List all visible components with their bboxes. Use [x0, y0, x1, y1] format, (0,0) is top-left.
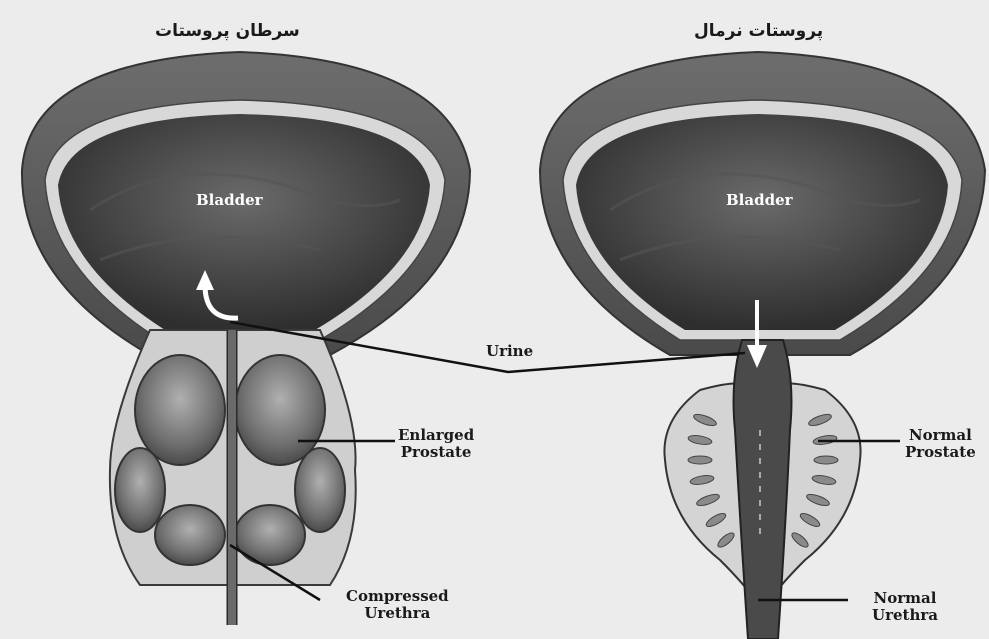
- normal-urethra-label: Normal Urethra: [872, 590, 938, 623]
- enlarged-prostate-label: Enlarged Prostate: [398, 427, 474, 460]
- right-bladder-label: Bladder: [726, 192, 793, 209]
- normal-prostate-label: Normal Prostate: [905, 427, 976, 460]
- left-enlarged-prostate: [110, 330, 356, 625]
- compressed-urethra-label: Compressed Urethra: [346, 588, 449, 621]
- left-panel-title: سرطان پروستات: [155, 22, 300, 41]
- left-bladder-label: Bladder: [196, 192, 263, 209]
- enlarged-prostate-line1: Enlarged: [398, 427, 474, 444]
- normal-prostate-line1: Normal: [905, 427, 976, 444]
- right-normal-prostate: [664, 340, 860, 639]
- compressed-urethra-line2: Urethra: [346, 605, 449, 622]
- normal-urethra-line1: Normal: [872, 590, 938, 607]
- normal-prostate-line2: Prostate: [905, 444, 976, 461]
- compressed-urethra-line1: Compressed: [346, 588, 449, 605]
- right-panel-title: پروستات نرمال: [694, 22, 823, 41]
- enlarged-prostate-line2: Prostate: [398, 444, 474, 461]
- urine-label: Urine: [486, 343, 533, 360]
- normal-urethra-line2: Urethra: [872, 607, 938, 624]
